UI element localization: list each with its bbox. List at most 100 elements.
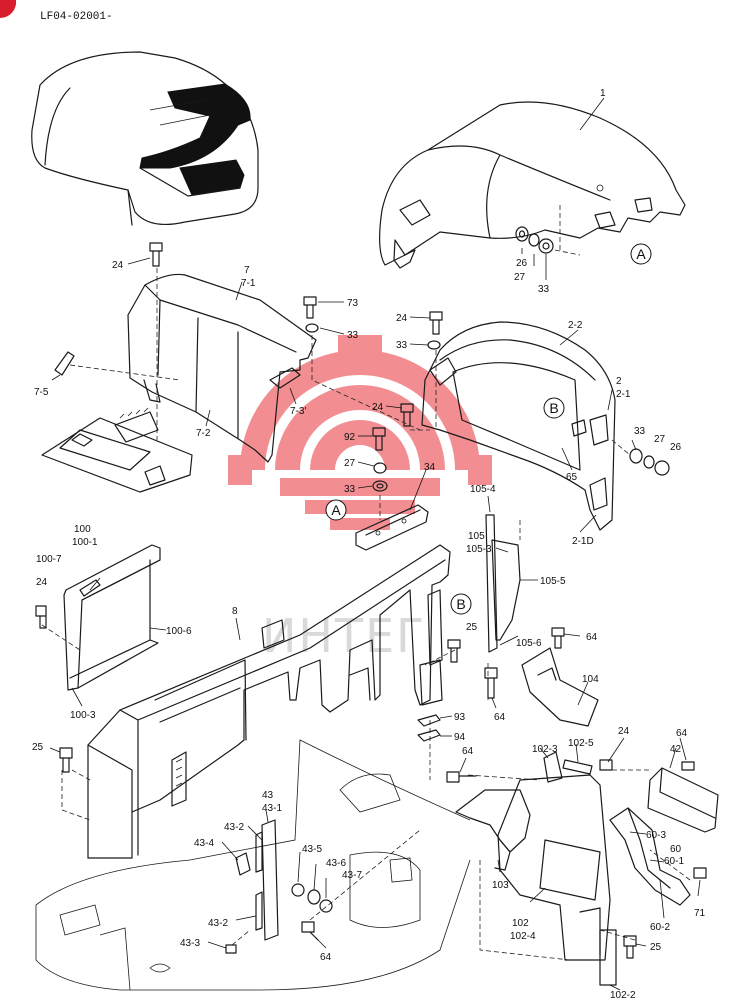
callout: 26: [670, 442, 682, 453]
part-105-cover: [485, 514, 521, 653]
part-102-bracket: [497, 751, 617, 986]
machine-overview-inset: [31, 51, 259, 226]
svg-text:A: A: [331, 502, 341, 518]
callout: 27: [654, 434, 666, 445]
part-43-bracket: [235, 819, 333, 941]
reference-mark-b-center: B: [450, 593, 472, 615]
clips-93-94: [417, 714, 441, 742]
callout: 27: [514, 272, 526, 283]
callout: 24: [372, 402, 384, 413]
callout: 64: [320, 952, 332, 963]
callout: 43-2: [208, 918, 228, 929]
callout: 33: [344, 484, 356, 495]
part-104-plate: [521, 647, 599, 727]
callout: 64: [586, 632, 598, 643]
callout: 105-5: [540, 576, 566, 587]
bolt-25-left: [59, 747, 73, 773]
bolt-64-upper: [551, 627, 565, 649]
callout: 60: [670, 844, 682, 855]
callout: 33: [396, 340, 408, 351]
callout: 25: [466, 622, 478, 633]
callout: 64: [494, 712, 506, 723]
callout: 94: [454, 732, 466, 743]
callout: 64: [462, 746, 474, 757]
callout: 7-3': [290, 406, 306, 417]
svg-text:B: B: [456, 596, 465, 612]
svg-text:A: A: [636, 246, 646, 262]
callout: 24: [396, 313, 408, 324]
callout: 2-2: [568, 320, 583, 331]
callout: 24: [112, 260, 124, 271]
callout: 24: [36, 577, 48, 588]
callout: 64: [676, 728, 688, 739]
callout: 102-2: [610, 990, 636, 1000]
callout: 7-5: [34, 387, 49, 398]
callout: 24: [618, 726, 630, 737]
bolt-25-bottom-right: [623, 935, 637, 959]
callout: 2-1D: [572, 536, 594, 547]
bolt-64-center: [484, 667, 498, 699]
callout: 43-7: [342, 870, 362, 881]
callout: 43-2: [224, 822, 244, 833]
callout: 60-1: [664, 856, 684, 867]
bolt-24-center: [427, 311, 443, 350]
callout: 103: [492, 880, 509, 891]
callout: 100-1: [72, 537, 98, 548]
bolt-71: [693, 867, 707, 879]
callout: 65: [566, 472, 578, 483]
callout: 93: [454, 712, 466, 723]
dashed-guides: [41, 205, 691, 961]
part-7-5: [54, 351, 75, 376]
callout: 7-1: [241, 278, 256, 289]
washer-set-right: [629, 448, 670, 476]
callout: 43-3: [180, 938, 200, 949]
callout: 100-6: [166, 626, 192, 637]
part-1-top-cover: [379, 101, 686, 269]
callout: 105-4: [470, 484, 496, 495]
part-42-plate: [647, 767, 719, 833]
washer-set-top-right: [515, 226, 554, 254]
callout: 104: [582, 674, 599, 685]
part-103-bracket: [455, 789, 531, 871]
callout-labels: 1 26 27 33 24 7 7-1 73 33 24 33 2-2 2 2-…: [32, 88, 706, 1000]
callout: 92: [344, 432, 356, 443]
callout: 100: [74, 524, 91, 535]
reference-mark-b-right: B: [543, 397, 565, 419]
bolt-73: [303, 296, 319, 333]
callout: 105: [468, 531, 485, 542]
leader-lines: [49, 97, 701, 991]
part-2-side-cover: [421, 321, 616, 531]
watermark-logo: [228, 335, 492, 530]
callout: 7-2: [196, 428, 211, 439]
callout: 42: [670, 744, 682, 755]
bolt-92: [372, 427, 388, 492]
watermark-text: ИНТЕГ: [262, 609, 426, 663]
reference-mark-a-center: A: [325, 499, 347, 521]
bolt-25-center: [447, 639, 461, 663]
bolt-64-right: [681, 761, 695, 771]
callout: 1: [600, 88, 606, 99]
callout: 60-3: [646, 830, 666, 841]
callout: 2-1: [616, 389, 631, 400]
callout: 25: [32, 742, 44, 753]
callout: 105-3: [466, 544, 492, 555]
callout: 43-1: [262, 803, 282, 814]
part-60-guard: [609, 807, 691, 906]
document-code: LF04-02001-: [40, 11, 113, 23]
callout: 2: [616, 376, 622, 387]
bolt-24-top: [149, 242, 163, 267]
part-100-frame: [63, 544, 161, 691]
part-34-bracket: [355, 504, 429, 551]
bolt-43-3: [225, 944, 237, 954]
callout: 60-2: [650, 922, 670, 933]
callout: 7: [244, 265, 250, 276]
callout: 25: [650, 942, 662, 953]
callout: 105-6: [516, 638, 542, 649]
callout: 8: [232, 606, 238, 617]
callout: 102-4: [510, 931, 536, 942]
callout: 43-6: [326, 858, 346, 869]
callout: 102: [512, 918, 529, 929]
callout: 100-7: [36, 554, 62, 565]
part-8-main-frame: [87, 544, 451, 859]
